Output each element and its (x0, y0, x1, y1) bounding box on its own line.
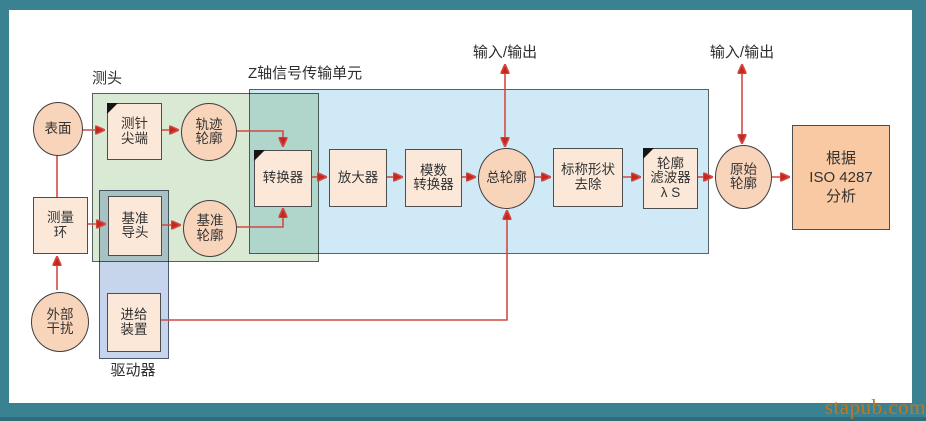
node-datum-guide: 基准 导头 (108, 196, 162, 256)
node-iso-4287-analysis: 根据 ISO 4287 分析 (792, 125, 890, 230)
node-datum-profile: 基准 轮廓 (183, 200, 237, 257)
node-converter: 转换器 (254, 150, 312, 207)
node-total-profile: 总轮廓 (478, 148, 535, 209)
node-trace-profile: 轨迹 轮廓 (181, 103, 237, 161)
arrow-datum-to-converter (236, 209, 283, 228)
driver-group-label: 驱动器 (110, 362, 156, 379)
probe-group-label: 测头 (92, 70, 123, 87)
frame-bottom-shade (0, 417, 926, 421)
arrow-trace-to-converter (236, 130, 283, 146)
node-surface: 表面 (33, 102, 83, 156)
node-stylus-tip: 测针 尖端 (107, 103, 162, 160)
io-label-primary: 输入/输出 (709, 44, 775, 61)
z-axis-group-label: Z轴信号传输单元 (248, 65, 363, 82)
node-measurement-loop: 测量 环 (33, 197, 88, 254)
io-label-total: 输入/输出 (472, 44, 538, 61)
node-external-disturbance: 外部 干扰 (31, 292, 89, 352)
arrow-feed-to-total (160, 211, 507, 321)
node-primary-profile: 原始 轮廓 (715, 145, 772, 209)
node-amplifier: 放大器 (329, 149, 387, 207)
watermark: stapub.com (824, 395, 926, 419)
node-ad-converter: 模数 转换器 (405, 149, 462, 207)
node-nominal-form-removal: 标称形状 去除 (553, 148, 623, 207)
node-feed-device: 进给 装置 (107, 293, 161, 352)
node-profile-filter: 轮廓 滤波器 λ S (643, 148, 698, 209)
